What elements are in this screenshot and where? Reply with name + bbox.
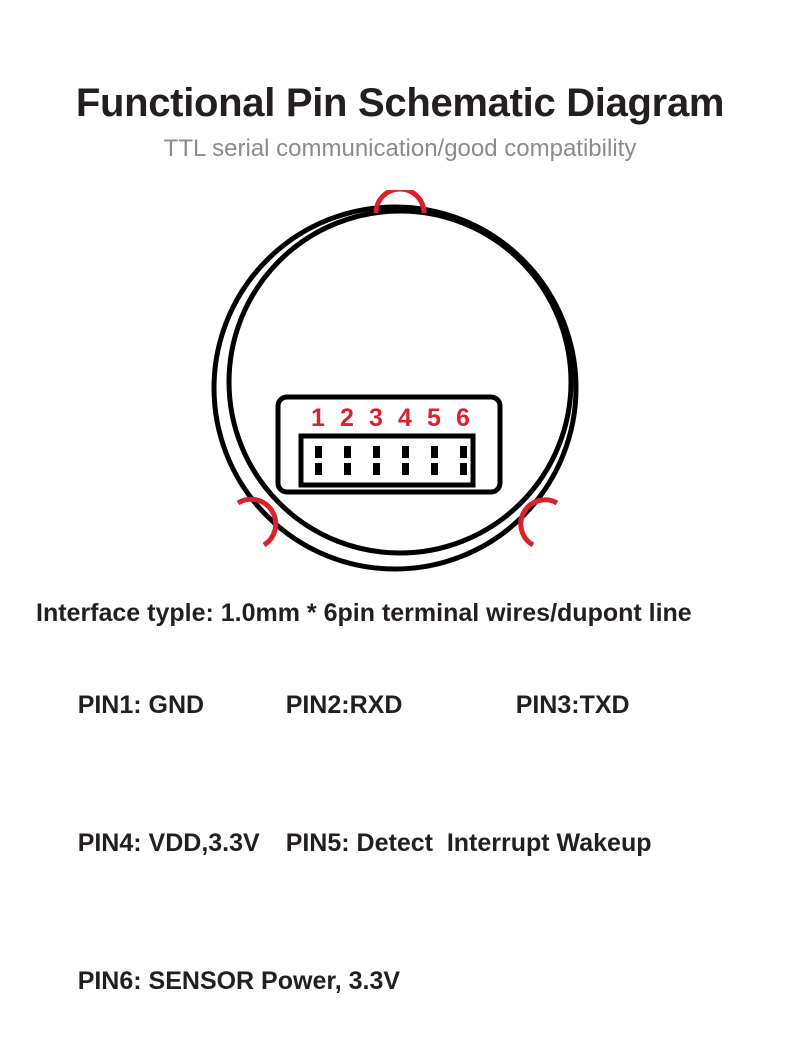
pin2-label: PIN2:RXD xyxy=(285,691,403,719)
pin6-label: PIN6: SENSOR Power, 3.3V xyxy=(77,967,401,995)
connector-pin-number-row: 1 2 3 4 5 6 xyxy=(311,404,470,432)
pin-number-6: 6 xyxy=(456,404,470,432)
schematic-figure: 1 2 3 4 5 6 xyxy=(195,190,605,585)
pin-contact-5-top xyxy=(431,446,438,458)
pin-contact-2-top xyxy=(344,446,351,458)
pin4-label: PIN4: VDD,3.3V xyxy=(77,829,260,857)
pin-contact-3-bottom xyxy=(373,463,380,475)
pin3-label: PIN3:TXD xyxy=(515,691,630,719)
pin-contact-3-top xyxy=(373,446,380,458)
pin1-label: PIN1: GND xyxy=(77,691,205,719)
pin-line-2: PIN4: VDD,3.3V PIN5: Detect Interrupt Wak… xyxy=(36,774,786,912)
page-title: Functional Pin Schematic Diagram xyxy=(75,81,725,125)
pin-contact-2-bottom xyxy=(344,463,351,475)
mounting-notch-lower-left-icon xyxy=(236,496,279,548)
interface-type-line: Interface typle: 1.0mm * 6pin terminal w… xyxy=(36,599,692,627)
pin-schematic-page: Functional Pin Schematic Diagram TTL ser… xyxy=(0,0,800,995)
pin-line-1: PIN1: GND PIN2:RXD PIN3:TXD xyxy=(36,636,786,774)
pin-number-2: 2 xyxy=(340,404,354,432)
mounting-notch-lower-right-icon xyxy=(518,497,559,548)
header: Functional Pin Schematic Diagram TTL ser… xyxy=(0,0,800,161)
mounting-notch-top-icon xyxy=(373,190,427,214)
pin-contact-1-bottom xyxy=(315,463,322,475)
pin-number-3: 3 xyxy=(369,404,383,432)
specifications-block: Interface typle: 1.0mm * 6pin terminal w… xyxy=(36,590,786,1050)
pin-line-3: PIN6: SENSOR Power, 3.3V xyxy=(36,912,786,1050)
pin-contact-5-bottom xyxy=(431,463,438,475)
page-subtitle: TTL serial communication/good compatibil… xyxy=(163,135,637,162)
pin-contact-1-top xyxy=(315,446,322,458)
pin5-label: PIN5: Detect Interrupt Wakeup xyxy=(285,829,652,857)
pin-contact-4-bottom xyxy=(402,463,409,475)
pin-number-4: 4 xyxy=(398,404,412,432)
pin-contact-4-top xyxy=(402,446,409,458)
pin-number-5: 5 xyxy=(427,404,441,432)
module-outer-circle xyxy=(211,204,579,572)
pin-contact-6-bottom xyxy=(460,463,467,475)
module-drawing: 1 2 3 4 5 6 xyxy=(211,190,579,572)
module-inner-circle xyxy=(226,208,574,556)
connector-pin-contacts xyxy=(315,446,467,475)
pin-contact-6-top xyxy=(460,446,467,458)
connector-housing-window xyxy=(298,433,476,488)
pin-number-1: 1 xyxy=(311,404,325,432)
